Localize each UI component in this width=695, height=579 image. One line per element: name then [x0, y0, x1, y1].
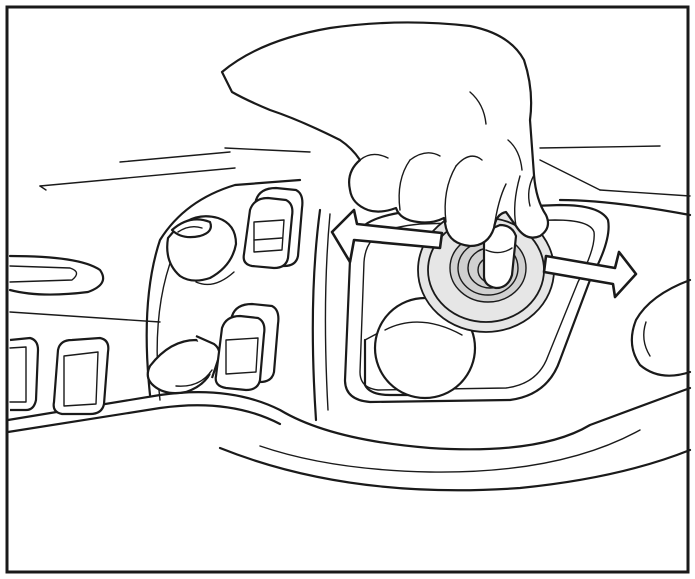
ignition-key-icon [166, 215, 238, 286]
console-slot [8, 254, 105, 296]
joystick [417, 207, 555, 333]
lower-rocker-switch-icon [214, 302, 280, 392]
rocker-switch-icon [242, 186, 304, 270]
grip-handle [558, 198, 692, 377]
hand-icon [220, 21, 550, 248]
figure-frame [5, 5, 690, 574]
lower-key-icon [146, 334, 221, 395]
direction-arrow-right-icon [542, 250, 638, 299]
direction-arrow-left-icon [330, 208, 444, 264]
console-body [6, 178, 692, 492]
console-background [9, 145, 691, 323]
bottom-left-switches [9, 336, 110, 416]
